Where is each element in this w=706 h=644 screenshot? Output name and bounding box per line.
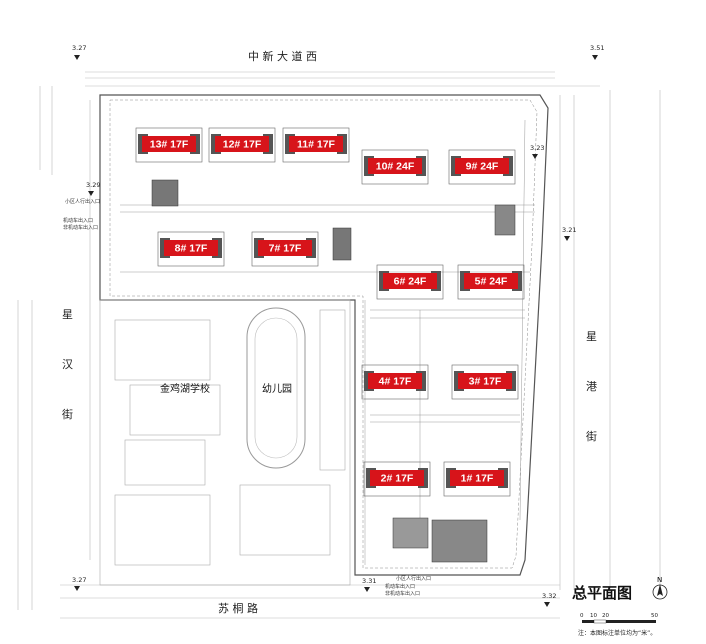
building-footprint xyxy=(157,231,225,267)
svg-text:3.27: 3.27 xyxy=(72,44,86,52)
svg-text:50: 50 xyxy=(651,613,658,619)
svg-text:汉: 汉 xyxy=(62,358,73,371)
building-label: 4# 17F xyxy=(379,376,412,388)
building-12: 12# 17F xyxy=(208,127,276,163)
svg-text:街: 街 xyxy=(62,407,73,421)
building-11: 11# 17F xyxy=(282,127,350,163)
entrance-bike-west: 非机动车出入口 xyxy=(63,224,98,231)
entrance-bike-south: 非机动车出入口 xyxy=(385,590,420,597)
building-label-box xyxy=(383,273,437,289)
svg-text:0: 0 xyxy=(580,613,584,619)
building-footprint xyxy=(361,364,429,400)
building-label: 10# 24F xyxy=(376,161,415,173)
building-label: 9# 24F xyxy=(466,161,499,173)
svg-text:N: N xyxy=(657,576,662,584)
entrance-pedestrian-west: 小区人行出入口 xyxy=(65,198,100,205)
building-label-box xyxy=(215,136,269,152)
plan-title: 总平面图 xyxy=(572,584,632,602)
building-3: 3# 17F xyxy=(451,364,519,400)
building-label-box xyxy=(258,240,312,256)
internal-roads xyxy=(120,119,535,565)
building-label: 3# 17F xyxy=(469,376,502,388)
building-label-box xyxy=(464,273,518,289)
scale-bar: 0 10 20 50 xyxy=(580,613,658,624)
building-footprint xyxy=(361,149,429,185)
building-label: 8# 17F xyxy=(175,243,208,255)
north-arrow-icon: N xyxy=(652,576,668,600)
elevation-markers: 3.27 3.51 3.29 3.23 3.21 3.27 3.31 3.32 xyxy=(72,44,604,607)
svg-text:3.29: 3.29 xyxy=(86,181,100,189)
building-9: 9# 24F xyxy=(448,149,516,185)
building-label-box xyxy=(368,158,422,174)
building-4: 4# 17F xyxy=(361,364,429,400)
units-note: 注：本图标注单位均为“米”。 xyxy=(578,629,656,637)
buildings-layer: 13# 17F 12# 17F 11# 17F 10# 24F 9# 24F 8# 17F… xyxy=(135,127,525,497)
building-footprint xyxy=(376,264,444,300)
svg-text:星: 星 xyxy=(586,330,597,343)
road-east-label: 星 港 街 xyxy=(586,330,597,443)
building-label: 2# 17F xyxy=(381,473,414,485)
svg-text:3.21: 3.21 xyxy=(562,226,576,234)
school-block xyxy=(99,299,351,586)
building-7: 7# 17F xyxy=(251,231,319,267)
building-label-box xyxy=(142,136,196,152)
building-label-box xyxy=(370,470,424,486)
building-footprint xyxy=(451,364,519,400)
kindergarten-label: 幼儿园 xyxy=(262,382,292,395)
entrance-vehicle-south: 机动车出入口 xyxy=(385,583,415,590)
building-label-box xyxy=(450,470,504,486)
building-label: 11# 17F xyxy=(297,139,336,151)
site-inner-boundary xyxy=(109,99,538,569)
svg-text:港: 港 xyxy=(586,380,597,393)
building-2: 2# 17F xyxy=(363,461,431,497)
road-west-label: 星 汉 街 xyxy=(62,308,73,421)
building-label: 7# 17F xyxy=(269,243,302,255)
svg-text:星: 星 xyxy=(62,308,73,321)
service-buildings xyxy=(151,179,516,563)
building-label-box xyxy=(455,158,509,174)
building-10: 10# 24F xyxy=(361,149,429,185)
building-label-box xyxy=(368,373,422,389)
building-footprint xyxy=(363,461,431,497)
svg-text:10: 10 xyxy=(590,613,597,619)
svg-text:20: 20 xyxy=(602,613,609,619)
building-footprint xyxy=(135,127,203,163)
svg-text:街: 街 xyxy=(586,429,597,443)
building-5: 5# 24F xyxy=(457,264,525,300)
svg-text:3.51: 3.51 xyxy=(590,44,604,52)
road-north-label: 中 新 大 道 西 xyxy=(248,49,317,63)
building-label: 1# 17F xyxy=(461,473,494,485)
entrance-pedestrian-south: 小区人行出入口 xyxy=(396,575,431,582)
building-6: 6# 24F xyxy=(376,264,444,300)
building-footprint xyxy=(443,461,511,497)
building-footprint xyxy=(457,264,525,300)
svg-text:3.31: 3.31 xyxy=(362,577,376,585)
road-south-label: 苏 桐 路 xyxy=(218,601,258,615)
building-13: 13# 17F xyxy=(135,127,203,163)
svg-text:3.23: 3.23 xyxy=(530,144,544,152)
building-label: 13# 17F xyxy=(150,139,189,151)
building-1: 1# 17F xyxy=(443,461,511,497)
school-label: 金鸡湖学校 xyxy=(160,382,210,395)
svg-text:3.32: 3.32 xyxy=(542,592,556,600)
building-label: 12# 17F xyxy=(223,139,262,151)
building-label-box xyxy=(289,136,343,152)
building-label-box xyxy=(164,240,218,256)
entrance-vehicle-west: 机动车出入口 xyxy=(63,217,93,224)
building-8: 8# 17F xyxy=(157,231,225,267)
building-footprint xyxy=(448,149,516,185)
building-footprint xyxy=(251,231,319,267)
svg-text:3.27: 3.27 xyxy=(72,576,86,584)
building-label-box xyxy=(458,373,512,389)
building-footprint xyxy=(208,127,276,163)
building-label: 6# 24F xyxy=(394,276,427,288)
building-label: 5# 24F xyxy=(475,276,508,288)
building-footprint xyxy=(282,127,350,163)
